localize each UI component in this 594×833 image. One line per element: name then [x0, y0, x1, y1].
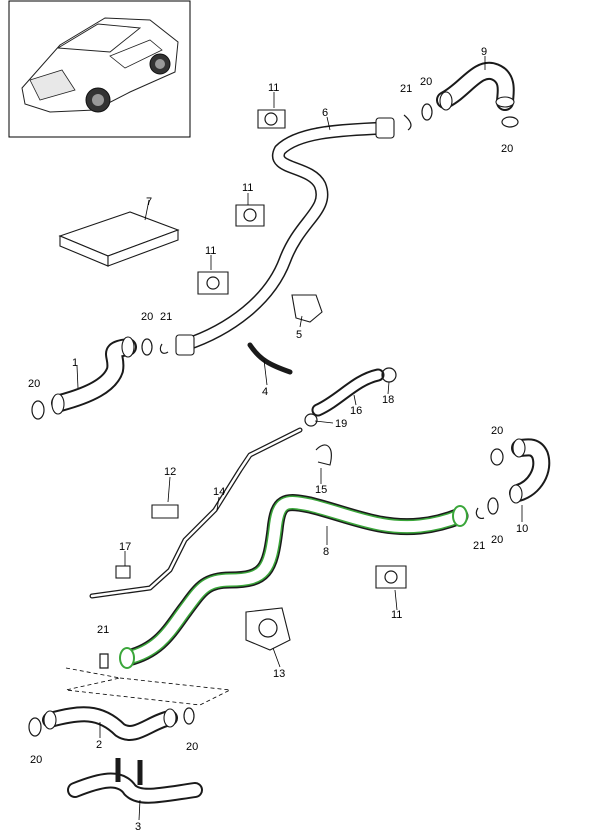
callout-16: 16 — [350, 405, 362, 417]
callout-19: 19 — [335, 418, 347, 430]
part-6-hose — [175, 117, 395, 356]
callout-5: 5 — [296, 329, 302, 341]
callout-8: 8 — [323, 546, 329, 558]
part-3-hose — [67, 758, 203, 804]
callout-20-c: 20 — [420, 76, 432, 88]
callout-4: 4 — [262, 386, 268, 398]
dashed-group-outline — [65, 667, 232, 706]
part-4-line — [247, 342, 293, 375]
callout-2: 2 — [96, 739, 102, 751]
part-17-fitting — [115, 565, 131, 579]
vehicle-thumbnail — [8, 0, 191, 138]
callout-labels: 1 2 3 4 5 6 7 8 9 10 11 11 11 11 12 13 1… — [28, 46, 528, 833]
callout-10: 10 — [516, 523, 528, 535]
part-5-bracket — [291, 294, 323, 323]
part-7-cover — [58, 211, 180, 267]
part-11-clamp — [197, 109, 407, 589]
callout-21-c: 21 — [473, 540, 485, 552]
callout-11-right: 11 — [391, 609, 402, 621]
callout-1: 1 — [72, 357, 78, 369]
part-9-elbow — [436, 61, 515, 111]
callout-21-a: 21 — [160, 311, 172, 323]
callout-14: 14 — [213, 486, 225, 498]
callout-12: 12 — [164, 466, 176, 478]
part-12-bracket — [151, 504, 179, 519]
leader-lines — [76, 56, 523, 821]
callout-3: 3 — [135, 821, 141, 833]
callout-20-a: 20 — [28, 378, 40, 390]
part-13-pump — [245, 607, 291, 651]
callout-18: 18 — [382, 394, 394, 406]
callout-13: 13 — [273, 668, 285, 680]
callout-6: 6 — [322, 107, 328, 119]
callout-20-h: 20 — [186, 741, 198, 753]
callout-20-f: 20 — [491, 534, 503, 546]
callout-9: 9 — [481, 46, 487, 58]
part-15-bracket — [315, 444, 332, 466]
clips-21 — [99, 114, 485, 669]
callout-20-g: 20 — [30, 754, 42, 766]
callout-7: 7 — [146, 196, 152, 208]
part-10-elbow — [509, 438, 551, 504]
callout-15: 15 — [315, 484, 327, 496]
part-14-line — [89, 427, 303, 599]
part-8-pipe-highlighted — [119, 494, 469, 669]
part-19-clamp — [304, 413, 318, 427]
callout-20-b: 20 — [141, 311, 153, 323]
callout-11-mid: 11 — [242, 182, 253, 194]
part-1-hose — [51, 336, 137, 415]
callout-17: 17 — [119, 541, 131, 553]
callout-11-low: 11 — [205, 245, 216, 257]
callout-11-top: 11 — [268, 82, 279, 94]
callout-20-e: 20 — [491, 425, 503, 437]
seal-rings-20 — [28, 103, 519, 737]
callout-20-d: 20 — [501, 143, 513, 155]
callout-21-b: 21 — [400, 83, 412, 95]
callout-21-d: 21 — [97, 624, 109, 636]
part-16-hose — [311, 368, 385, 417]
part-2-hose — [42, 706, 178, 741]
